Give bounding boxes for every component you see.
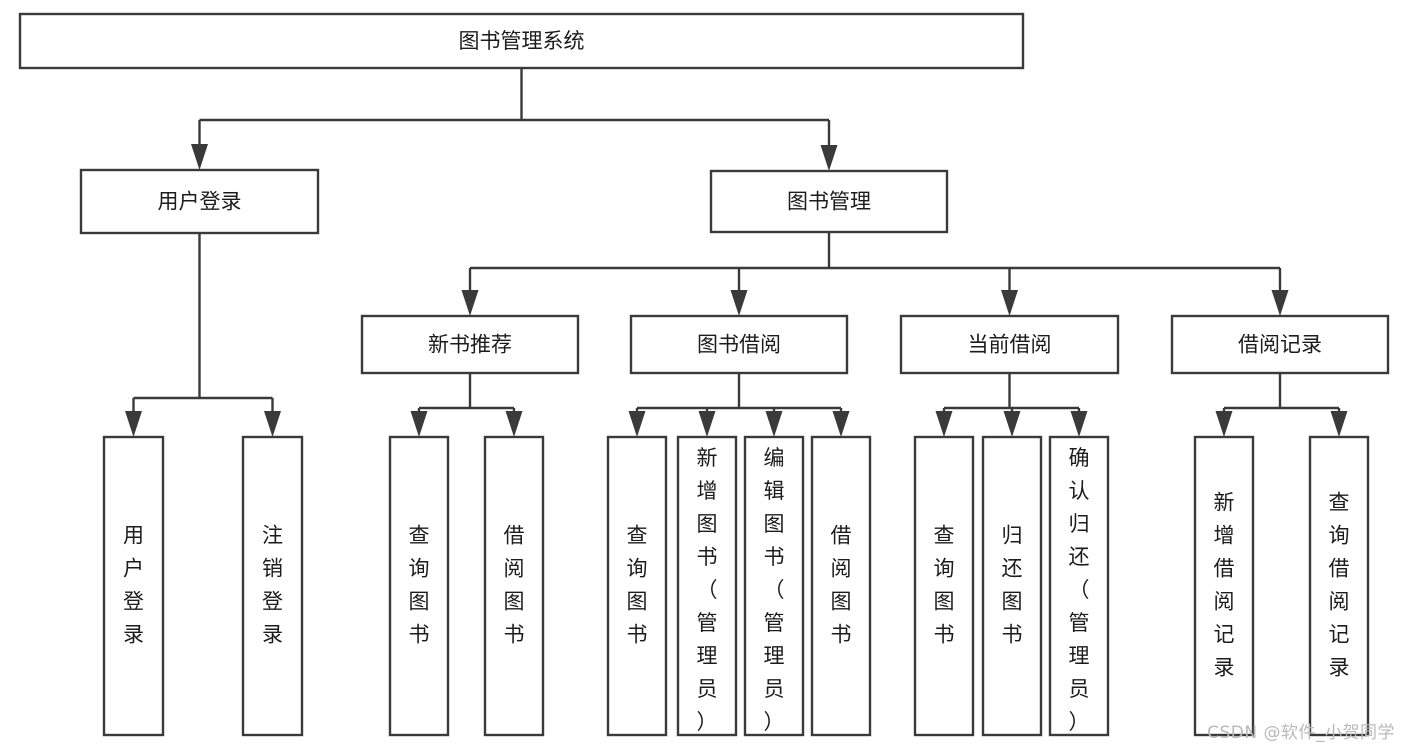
arrow-head-icon xyxy=(730,290,748,316)
edge-layer xyxy=(125,68,1348,437)
node-leaf_7[interactable]: 借阅图书 xyxy=(810,435,872,737)
arrow-head-icon xyxy=(125,411,142,437)
node-box xyxy=(606,435,668,737)
node-leaf_3[interactable]: 借阅图书 xyxy=(483,435,545,737)
watermark-text: CSDN @软件_小贺同学 xyxy=(1207,723,1395,743)
node-leaf_10[interactable]: 确认归还（管理员） xyxy=(1048,435,1110,737)
arrow-head-icon xyxy=(264,411,281,437)
node-leaf_6[interactable]: 编辑图书（管理员） xyxy=(743,435,805,737)
node-l1_0[interactable]: 用户登录 xyxy=(79,168,320,235)
node-box xyxy=(709,169,949,234)
node-label: 图书借阅 xyxy=(697,333,781,357)
node-label: 借阅记录 xyxy=(1238,333,1322,357)
node-label: 查询图书 xyxy=(934,524,955,647)
node-box xyxy=(1308,435,1370,737)
node-layer: 图书管理系统用户登录图书管理新书推荐图书借阅当前借阅借阅记录用户登录注销登录查询… xyxy=(18,12,1390,737)
node-label: 归还图书 xyxy=(1002,524,1023,647)
node-l1_1[interactable]: 图书管理 xyxy=(709,169,949,234)
node-l2_2[interactable]: 当前借阅 xyxy=(899,314,1120,375)
node-leaf_8[interactable]: 查询图书 xyxy=(913,435,975,737)
node-box xyxy=(899,314,1120,375)
node-label: 当前借阅 xyxy=(968,333,1052,357)
arrow-head-icon xyxy=(820,145,838,171)
node-label: 新书推荐 xyxy=(428,333,512,357)
node-label: 注销登录 xyxy=(262,524,283,647)
node-label: 确认归还（管理员） xyxy=(1069,446,1090,734)
node-label: 新增图书（管理员） xyxy=(697,446,718,734)
arrow-head-icon xyxy=(1070,411,1088,437)
arrow-head-icon xyxy=(461,290,479,316)
node-leaf_1[interactable]: 注销登录 xyxy=(241,435,304,737)
arrow-head-icon xyxy=(1330,411,1348,437)
node-label: 编辑图书（管理员） xyxy=(764,446,785,734)
node-box xyxy=(810,435,872,737)
node-box xyxy=(483,435,545,737)
node-box xyxy=(743,435,805,737)
node-label: 新增借阅记录 xyxy=(1214,491,1235,680)
node-l2_3[interactable]: 借阅记录 xyxy=(1170,314,1390,375)
node-box xyxy=(79,168,320,235)
node-box xyxy=(241,435,304,737)
node-label: 图书管理 xyxy=(787,190,871,214)
node-box xyxy=(913,435,975,737)
arrow-head-icon xyxy=(765,411,783,437)
node-box xyxy=(676,435,738,737)
node-label: 借阅图书 xyxy=(831,524,852,647)
arrow-head-icon xyxy=(505,411,523,437)
node-box xyxy=(1048,435,1110,737)
node-label: 用户登录 xyxy=(123,524,144,647)
node-box xyxy=(102,435,165,737)
node-leaf_4[interactable]: 查询图书 xyxy=(606,435,668,737)
node-label: 查询借阅记录 xyxy=(1329,491,1350,680)
node-leaf_0[interactable]: 用户登录 xyxy=(102,435,165,737)
node-box xyxy=(1193,435,1255,737)
node-label: 查询图书 xyxy=(409,524,430,647)
arrow-head-icon xyxy=(935,411,953,437)
node-leaf_9[interactable]: 归还图书 xyxy=(981,435,1043,737)
node-leaf_2[interactable]: 查询图书 xyxy=(388,435,450,737)
node-box xyxy=(18,12,1025,70)
node-label: 借阅图书 xyxy=(504,524,525,647)
node-label: 图书管理系统 xyxy=(459,29,585,53)
arrow-head-icon xyxy=(628,411,646,437)
node-leaf_11[interactable]: 新增借阅记录 xyxy=(1193,435,1255,737)
node-leaf_5[interactable]: 新增图书（管理员） xyxy=(676,435,738,737)
node-box xyxy=(388,435,450,737)
arrow-head-icon xyxy=(1003,411,1021,437)
arrow-head-icon xyxy=(1271,290,1289,316)
node-root[interactable]: 图书管理系统 xyxy=(18,12,1025,70)
arrow-head-icon xyxy=(191,144,208,170)
arrow-head-icon xyxy=(1215,411,1233,437)
node-l2_1[interactable]: 图书借阅 xyxy=(629,314,849,375)
node-box xyxy=(629,314,849,375)
arrow-head-icon xyxy=(1001,290,1018,316)
node-box xyxy=(360,314,580,375)
node-label: 用户登录 xyxy=(158,190,242,214)
node-box xyxy=(1170,314,1390,375)
node-leaf_12[interactable]: 查询借阅记录 xyxy=(1308,435,1370,737)
arrow-head-icon xyxy=(832,411,850,437)
node-box xyxy=(981,435,1043,737)
node-l2_0[interactable]: 新书推荐 xyxy=(360,314,580,375)
node-label: 查询图书 xyxy=(627,524,648,647)
arrow-head-icon xyxy=(698,411,716,437)
arrow-head-icon xyxy=(410,411,428,437)
